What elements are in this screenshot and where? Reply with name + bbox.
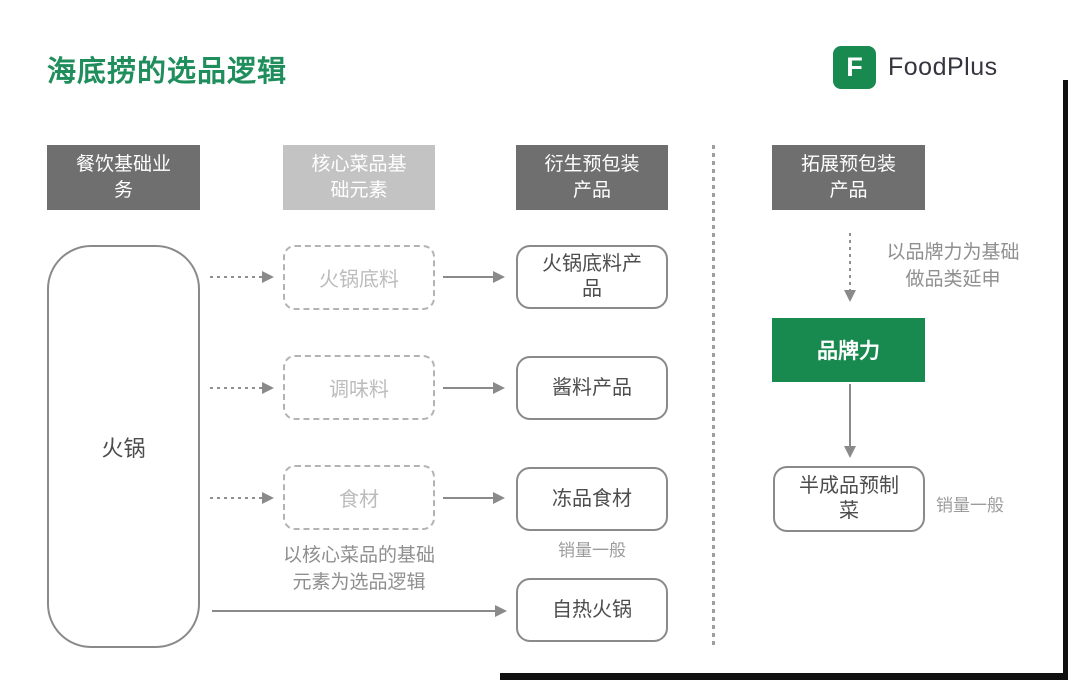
brand-solid-arrow-head	[844, 446, 856, 458]
screenshot-bottom-edge	[500, 673, 1068, 680]
dotted-arrow-head-1	[262, 271, 274, 283]
column-header-core-elements: 核心菜品基础元素	[283, 145, 435, 210]
solid-arrow-head-1	[493, 271, 505, 283]
brand-extension-note: 以品牌力为基础 做品类延申	[872, 240, 1034, 294]
product-box-hotpot-base-products: 火锅底料产品	[516, 245, 668, 309]
dotted-arrow-line-1	[210, 276, 262, 278]
solid-arrow-line-3	[443, 497, 494, 499]
column-header-derived-products: 衍生预包装产品	[516, 145, 668, 210]
product-box-semi-finished-dishes: 半成品预制菜	[773, 466, 925, 532]
brand-dotted-arrow-head	[844, 290, 856, 302]
core-elements-note-line2: 元素为选品逻辑	[292, 571, 426, 593]
solid-arrow-line-2	[443, 387, 494, 389]
foodplus-logo-text: FoodPlus	[888, 53, 998, 81]
page-title: 海底捞的选品逻辑	[47, 56, 288, 88]
section-divider-dotted-line	[712, 145, 715, 648]
foodplus-logo-icon: F	[833, 46, 876, 89]
foodplus-logo: F FoodPlus	[833, 46, 998, 89]
element-box-hotpot-base: 火锅底料	[283, 245, 435, 310]
frozen-ingredients-sales-note: 销量一般	[558, 541, 626, 560]
hotpot-business-box: 火锅	[47, 245, 200, 648]
element-box-ingredients: 食材	[283, 465, 435, 530]
screenshot-right-edge	[1063, 80, 1068, 680]
product-box-frozen-ingredients: 冻品食材	[516, 467, 668, 531]
long-arrow-head	[495, 605, 507, 617]
brand-power-box: 品牌力	[772, 318, 925, 382]
brand-solid-arrow-line	[849, 384, 851, 446]
brand-extension-note-line2: 做品类延申	[905, 268, 1001, 290]
long-arrow-line	[212, 610, 496, 612]
dotted-arrow-line-2	[210, 387, 262, 389]
solid-arrow-head-2	[493, 382, 505, 394]
solid-arrow-line-1	[443, 276, 494, 278]
core-elements-note-line1: 以核心菜品的基础	[282, 545, 435, 566]
core-elements-note: 以核心菜品的基础 元素为选品逻辑	[278, 543, 440, 597]
brand-dotted-arrow-line	[849, 233, 851, 290]
product-box-self-heating-hotpot: 自热火锅	[516, 578, 668, 642]
dotted-arrow-head-3	[262, 492, 274, 504]
brand-extension-note-line1: 以品牌力为基础	[886, 242, 1020, 263]
dotted-arrow-line-3	[210, 497, 262, 499]
semi-finished-sales-note: 销量一般	[936, 496, 1004, 515]
element-box-seasoning: 调味料	[283, 355, 435, 420]
product-box-sauce-products: 酱料产品	[516, 356, 668, 420]
column-header-extended-products: 拓展预包装产品	[772, 145, 925, 210]
dotted-arrow-head-2	[262, 382, 274, 394]
column-header-base-business: 餐饮基础业务	[47, 145, 200, 210]
solid-arrow-head-3	[493, 492, 505, 504]
